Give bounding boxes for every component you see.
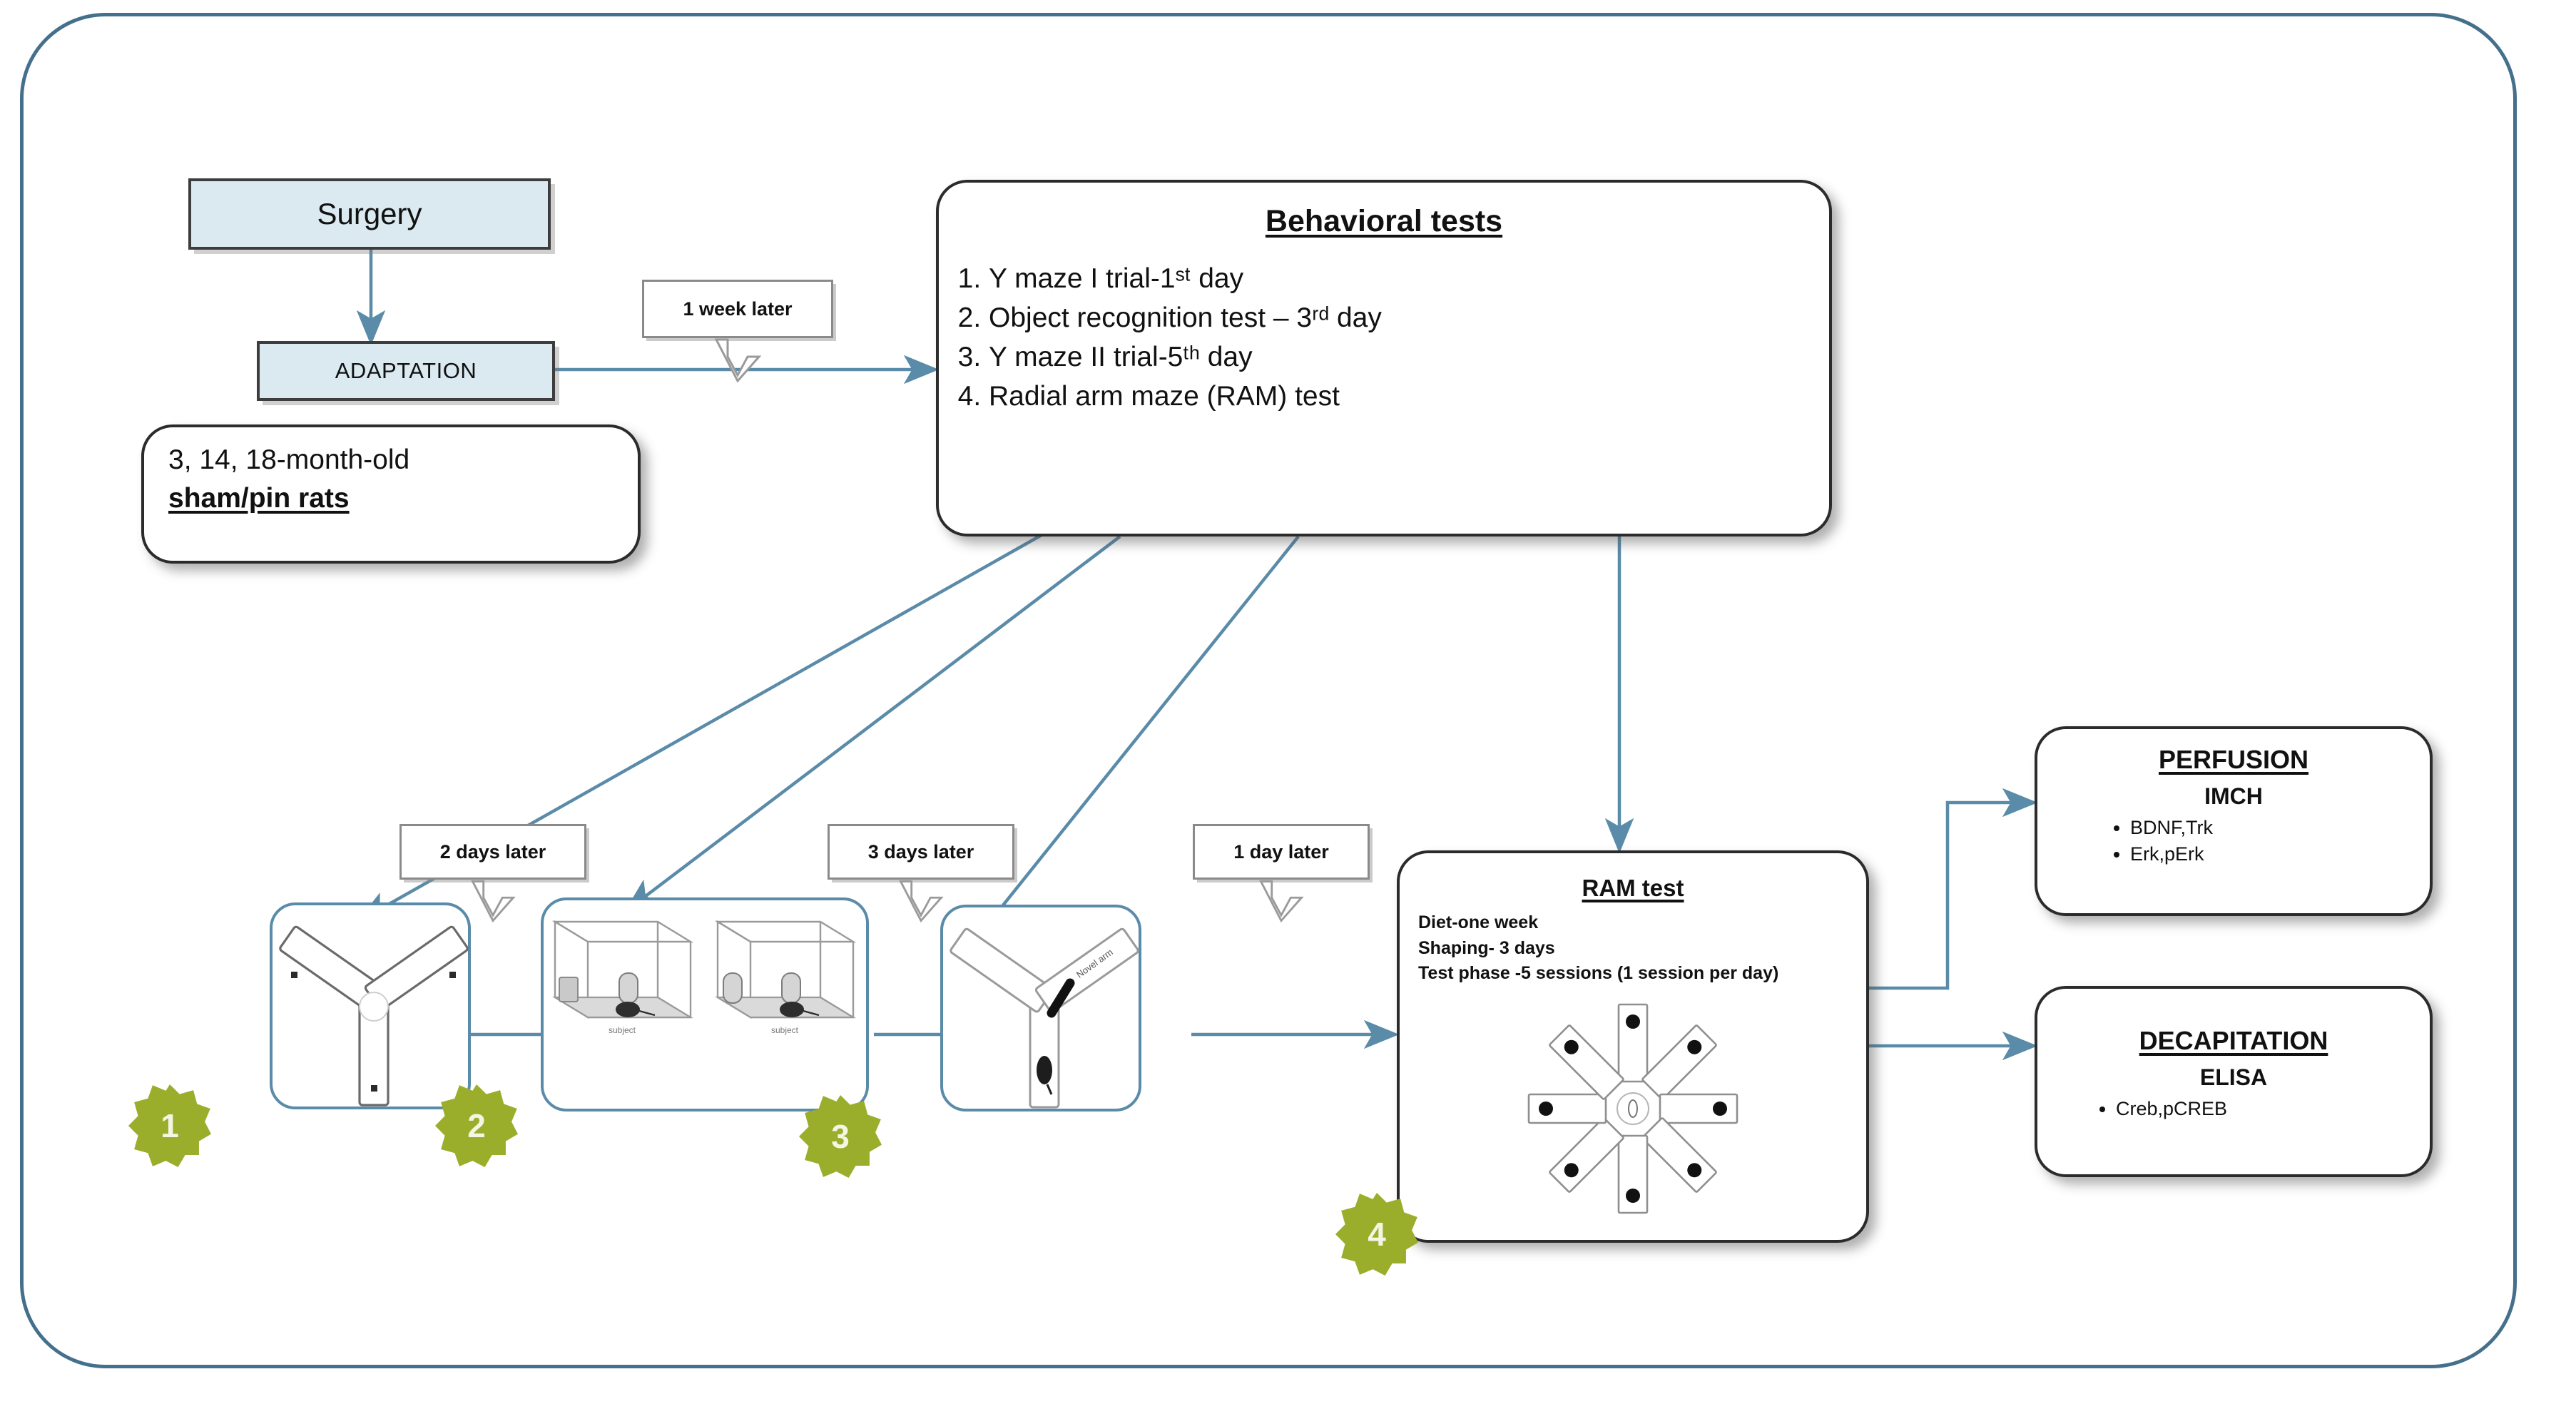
behavioral-item: Object recognition test – 3ʳᵈ day <box>989 302 1829 334</box>
y-maze-1-illustration <box>279 925 469 1107</box>
callout-two-days-label: 2 days later <box>399 824 586 880</box>
animals-line-2: sham/pin rats <box>168 482 350 514</box>
decapitation-box[interactable]: DECAPITATION ELISA Creb,pCREB <box>2035 986 2433 1177</box>
decapitation-item: Creb,pCREB <box>2116 1098 2430 1120</box>
perfusion-item: Erk,pErk <box>2130 843 2430 865</box>
callout-stem-icon <box>714 338 762 382</box>
callout-three-days: 3 days later <box>828 824 1014 922</box>
perfusion-item: BDNF,Trk <box>2130 817 2430 839</box>
perfusion-box[interactable]: PERFUSION IMCH BDNF,Trk Erk,pErk <box>2035 726 2433 916</box>
animals-line-1: 3, 14, 18-month-old <box>168 444 410 475</box>
step-badge-1-number: 1 <box>161 1107 179 1144</box>
decapitation-subheading: ELISA <box>2199 1064 2268 1090</box>
object-recognition-illustration: subject subject <box>551 920 857 1035</box>
step-2-arena-label: subject <box>609 1025 636 1035</box>
animals-box[interactable]: 3, 14, 18-month-old sham/pin rats <box>141 424 641 564</box>
callout-one-day: 1 day later <box>1193 824 1370 922</box>
surgery-box[interactable]: Surgery <box>188 178 551 250</box>
perfusion-subheading: IMCH <box>2204 783 2263 809</box>
y-maze-2-illustration: Novel arm <box>950 927 1139 1109</box>
callout-one-week-label: 1 week later <box>642 280 833 338</box>
ram-test-box[interactable]: RAM test Diet-one week Shaping- 3 days T… <box>1397 850 1869 1243</box>
behavioral-item: Radial arm maze (RAM) test <box>989 381 1829 412</box>
step-2-panel[interactable]: subject subject <box>541 897 869 1112</box>
decapitation-list: Creb,pCREB <box>2037 1098 2430 1120</box>
step-3-panel[interactable]: Novel arm <box>940 905 1141 1112</box>
callout-one-day-label: 1 day later <box>1193 824 1370 880</box>
step-2-arena-label: subject <box>771 1025 799 1035</box>
callout-stem-icon <box>471 880 516 922</box>
behavioral-tests-box[interactable]: Behavioral tests Y maze I trial-1ˢᵗ day … <box>936 180 1832 536</box>
ram-line: Shaping- 3 days <box>1418 937 1555 958</box>
callout-stem-icon <box>899 880 944 922</box>
decapitation-heading: DECAPITATION <box>2139 1026 2328 1055</box>
ram-line: Diet-one week <box>1418 912 1539 932</box>
callout-stem-icon <box>1259 880 1304 922</box>
ram-test-heading: RAM test <box>1582 875 1684 901</box>
adaptation-label: ADAPTATION <box>335 357 477 383</box>
callout-three-days-label: 3 days later <box>828 824 1014 880</box>
behavioral-item: Y maze II trial-5ᵗʰ day <box>989 342 1829 373</box>
perfusion-heading: PERFUSION <box>2158 745 2309 774</box>
outer-frame-border <box>20 13 2517 1368</box>
perfusion-list: BDNF,Trk Erk,pErk <box>2037 817 2430 865</box>
adaptation-box[interactable]: ADAPTATION <box>257 341 555 401</box>
callout-two-days: 2 days later <box>399 824 586 922</box>
step-badge-4-number: 4 <box>1368 1216 1386 1253</box>
behavioral-tests-list: Y maze I trial-1ˢᵗ day Object recognitio… <box>939 263 1829 412</box>
behavioral-tests-heading: Behavioral tests <box>1265 204 1503 238</box>
step-badge-2-number: 2 <box>467 1107 486 1144</box>
surgery-label: Surgery <box>317 196 422 230</box>
behavioral-item: Y maze I trial-1ˢᵗ day <box>989 263 1829 295</box>
radial-arm-maze-illustration <box>1527 1003 1738 1214</box>
step-1-panel[interactable] <box>270 902 471 1109</box>
step-badge-3-number: 3 <box>831 1118 850 1155</box>
callout-one-week: 1 week later <box>642 280 833 382</box>
ram-line: Test phase -5 sessions (1 session per da… <box>1418 963 1779 983</box>
